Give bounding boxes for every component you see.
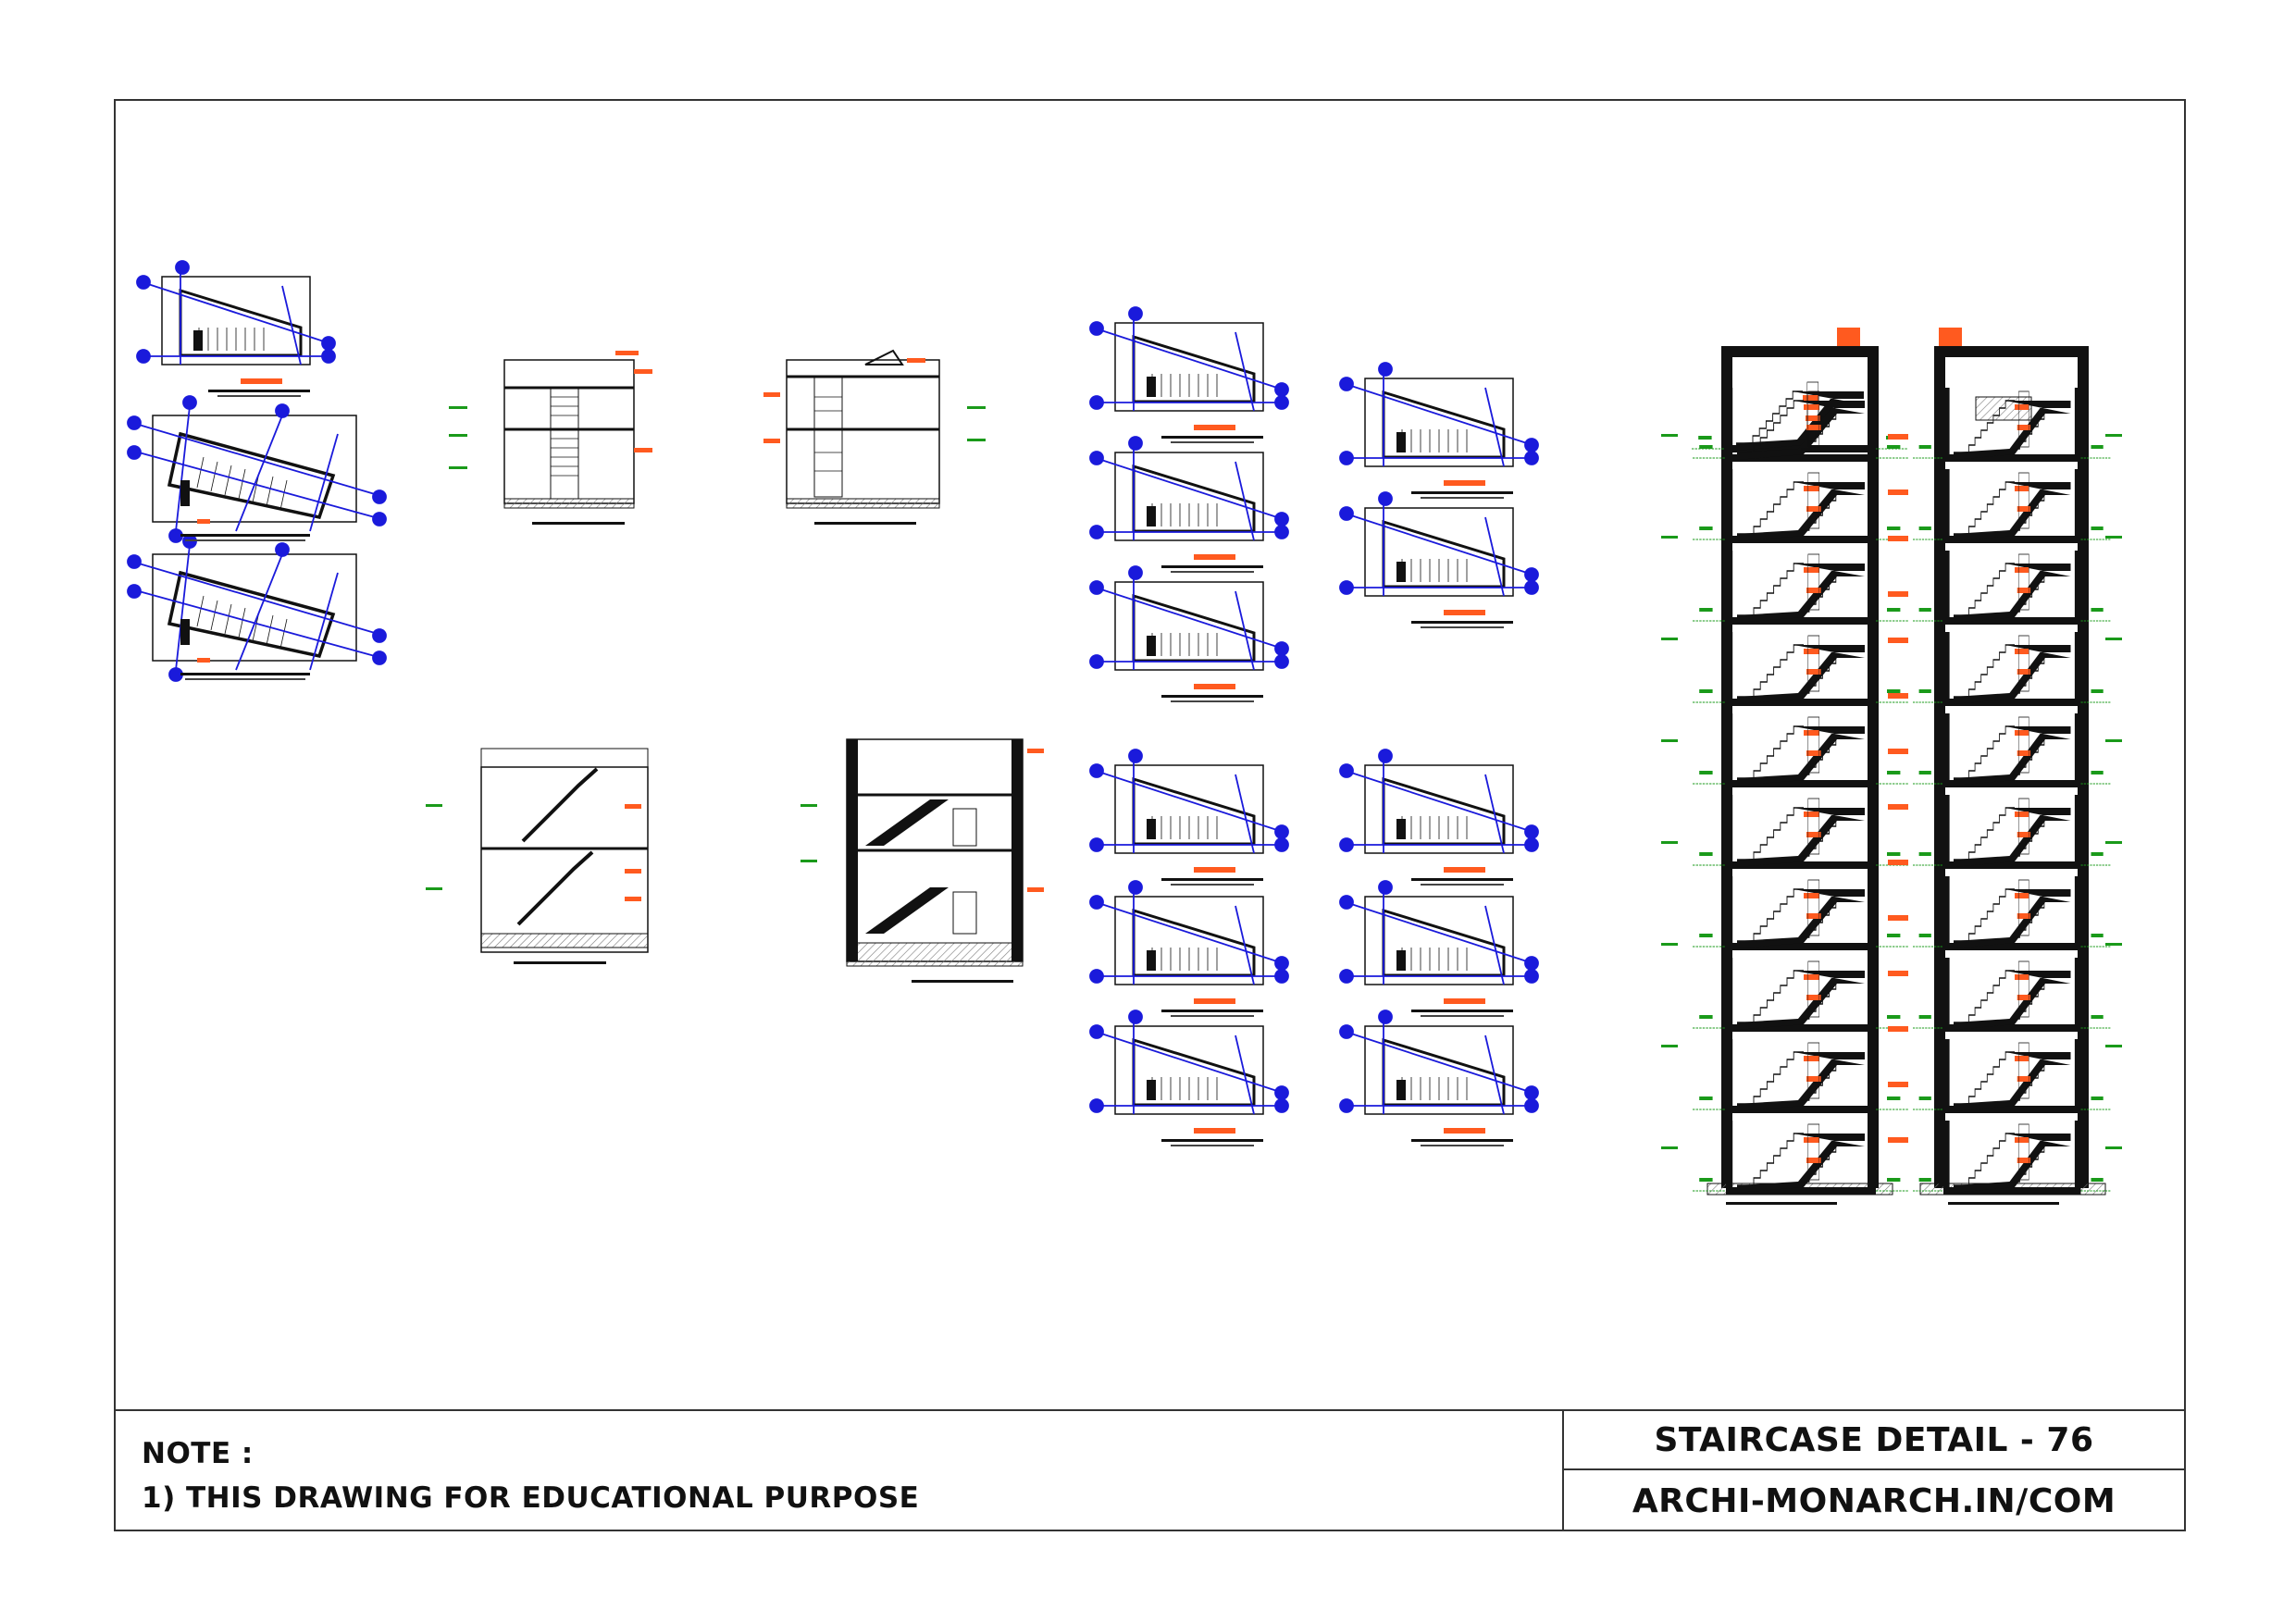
floor-plans-grid bbox=[1088, 305, 1540, 1148]
website-credit: ARCHI-MONARCH.IN/COM bbox=[1632, 1481, 2116, 1520]
note-heading: NOTE : bbox=[142, 1437, 254, 1470]
drawing-area bbox=[116, 101, 2184, 1409]
tall-sections-group bbox=[1661, 328, 2122, 1205]
detailed-sections-group bbox=[426, 349, 1044, 983]
note-line-1: 1) THIS DRAWING FOR EDUCATIONAL PURPOSE bbox=[142, 1481, 920, 1515]
title-block: NOTE : 1) THIS DRAWING FOR EDUCATIONAL P… bbox=[116, 1409, 2184, 1531]
notes-panel: NOTE : 1) THIS DRAWING FOR EDUCATIONAL P… bbox=[116, 1411, 1564, 1531]
left-plans-group bbox=[126, 259, 388, 683]
drawing-sheet: NOTE : 1) THIS DRAWING FOR EDUCATIONAL P… bbox=[114, 99, 2186, 1531]
cad-drawings bbox=[126, 259, 2122, 1205]
sheet-title: STAIRCASE DETAIL - 76 bbox=[1564, 1411, 2184, 1470]
